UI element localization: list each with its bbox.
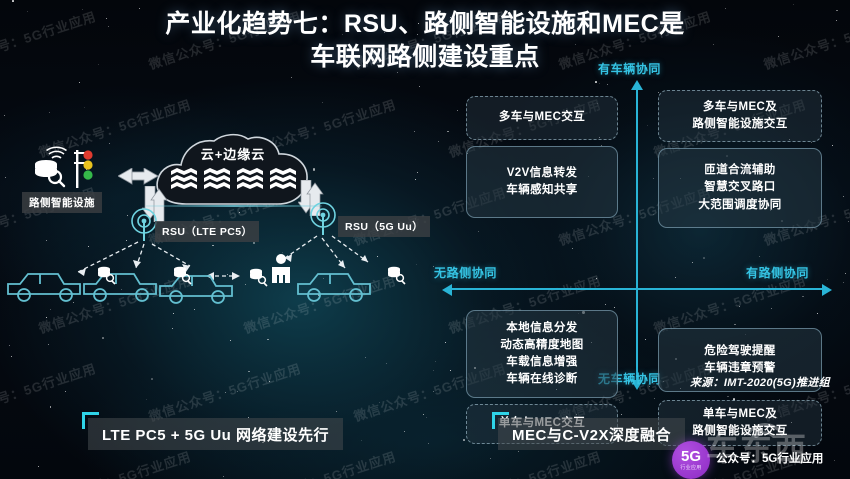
vehicle-row [0, 252, 430, 312]
suv-car-icon [83, 273, 157, 302]
quadrant-item: 车辆感知共享 [506, 184, 578, 196]
uplink-downlink-arrows-right [298, 180, 324, 216]
title-line-1: 产业化趋势七：RSU、路侧智能设施和MEC是 [165, 10, 685, 38]
wechat-account-id: 公众号：5G行业应用 [716, 453, 824, 465]
wifi-signal-icon [51, 155, 62, 159]
backhaul-link-line [146, 205, 322, 207]
quadrant-chart: 有车辆协同 无车辆协同 无路侧协同 有路侧协同 多车与MEC交互 V2V信息转发… [434, 62, 840, 446]
axis-label-left: 无路侧协同 [434, 266, 498, 280]
quadrant-item: 车辆在线诊断 [506, 373, 578, 386]
bidirectional-arrow-icon [118, 168, 158, 185]
quadrant-item: 车辆违章预警 [704, 362, 776, 374]
caption-corner-right [492, 412, 509, 429]
database-search-icon [35, 160, 66, 188]
roadside-facility-icon-group [30, 146, 116, 197]
axis-arrow-up [631, 80, 643, 90]
server-stack-icon [203, 168, 230, 189]
database-search-icon [98, 266, 116, 285]
quadrant-tag-bottom-right[interactable]: 单车与MEC及 路侧智能设施交互 [658, 400, 822, 446]
suv-car-icon [297, 273, 371, 302]
caption-left: LTE PC5 + 5G Uu 网络建设先行 [88, 418, 343, 450]
cloud-label: 云+边缘云 [200, 147, 266, 162]
vertical-axis [636, 88, 638, 382]
server-stack-icon [170, 168, 197, 189]
suv-car-icon [7, 273, 81, 302]
server-stack-group [148, 166, 318, 190]
caption-right: MEC与C-V2X深度融合 [498, 418, 686, 450]
suv-car-icon [159, 275, 233, 304]
roadside-facility-label: 路侧智能设施 [22, 192, 102, 213]
badge-main-text: 5G [680, 448, 701, 465]
quadrant-tag-text: 路侧智能设施交互 [692, 425, 788, 437]
cloud-edge-node: 云+边缘云 [148, 132, 318, 210]
quadrant-tag-text: 路侧智能设施交互 [692, 118, 788, 130]
axis-arrow-right [822, 284, 832, 296]
server-stack-icon [236, 168, 263, 189]
quadrant-item: 大范围调度协同 [698, 198, 782, 211]
axis-arrow-left [442, 284, 452, 296]
axis-label-top: 有车辆协同 [598, 62, 662, 76]
axis-label-right: 有路侧协同 [746, 266, 810, 280]
source-attribution: 来源：IMT-2020(5G)推进组 [690, 377, 830, 389]
quadrant-item: 智慧交叉路口 [704, 181, 776, 194]
database-search-icon [174, 266, 192, 285]
roadside-facility-icon [35, 146, 93, 188]
wifi-arc-icon [746, 423, 784, 438]
cell-tower-icon [310, 202, 336, 235]
quadrant-item: V2V信息转发 [506, 166, 578, 179]
quadrant-box-bottom-right[interactable]: 危险驾驶提醒 车辆违章预警 [658, 328, 822, 392]
quadrant-item: 动态高精度地图 [500, 338, 584, 351]
database-search-icon [388, 266, 406, 285]
wireless-link-lines [77, 235, 369, 280]
quadrant-tag-text: 多车与MEC交互 [498, 111, 586, 124]
traffic-light-icon [74, 150, 93, 188]
badge-sub-text: 行业应用 [680, 465, 702, 471]
axis-arrow-down [631, 380, 643, 390]
rsu-tower-5g [307, 202, 339, 241]
quadrant-box-bottom-left[interactable]: 本地信息分发 动态高精度地图 车载信息增强 车辆在线诊断 [466, 310, 618, 398]
quadrant-tag-text: 多车与MEC及 [702, 100, 778, 113]
quadrant-box-top-right[interactable]: 匝道合流辅助 智慧交叉路口 大范围调度协同 [658, 148, 822, 228]
server-stack-icon [269, 168, 296, 189]
rsu-lte-label: RSU（LTE PC5） [155, 221, 260, 242]
brand-watermark: 车东西 [706, 431, 809, 467]
rsu-5g-label: RSU（5G Uu） [338, 216, 431, 237]
quadrant-item: 本地信息分发 [506, 321, 578, 334]
horizontal-axis [450, 288, 826, 290]
pedestrian-icon [272, 254, 290, 283]
page-title: 产业化趋势七：RSU、路侧智能设施和MEC是 车联网路侧建设重点 [0, 8, 850, 74]
quadrant-tag-text: 单车与MEC及 [702, 407, 778, 420]
quadrant-tag-top-left[interactable]: 多车与MEC交互 [466, 96, 618, 140]
brand-badge-5g: 5G 行业应用 [672, 441, 710, 479]
quadrant-item: 车载信息增强 [506, 356, 578, 368]
quadrant-box-top-left[interactable]: V2V信息转发 车辆感知共享 [466, 146, 618, 218]
quadrant-item: 危险驾驶提醒 [704, 344, 776, 357]
quadrant-tag-top-right[interactable]: 多车与MEC及 路侧智能设施交互 [658, 90, 822, 142]
caption-corner-left [82, 412, 99, 429]
quadrant-item: 匝道合流辅助 [704, 164, 776, 177]
title-line-2: 车联网路侧建设重点 [310, 43, 540, 71]
database-search-icon [250, 268, 268, 287]
